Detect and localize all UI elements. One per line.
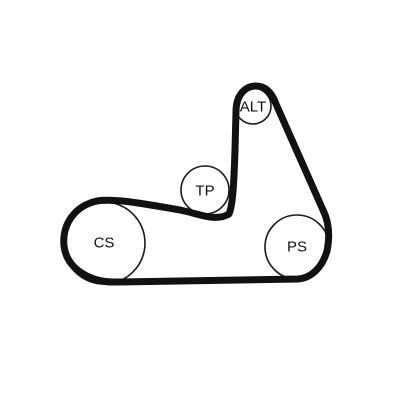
pulley-ps-label: PS: [287, 239, 307, 256]
pulley-alt-label: ALT: [240, 99, 266, 116]
pulley-tp-label: TP: [195, 183, 214, 200]
pulley-cs-label: CS: [94, 235, 115, 252]
serpentine-belt: [60, 82, 333, 286]
